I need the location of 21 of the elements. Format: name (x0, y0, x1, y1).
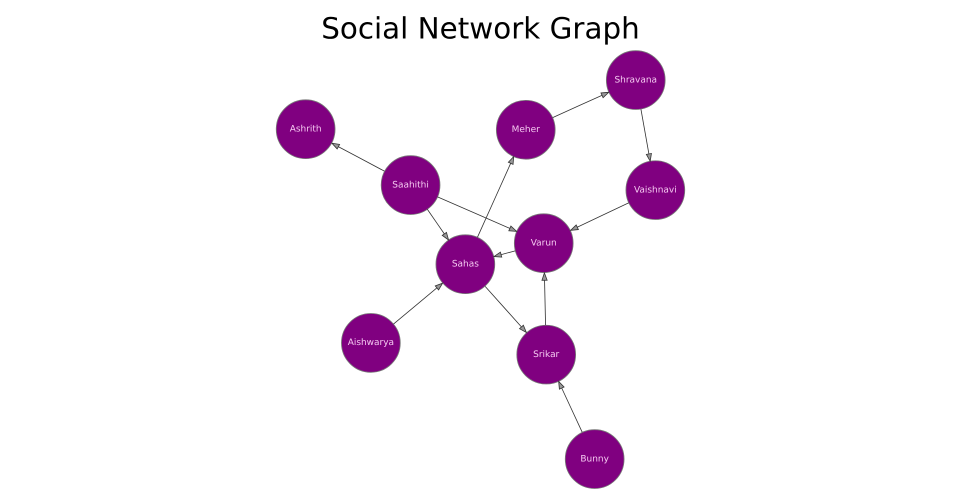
arrow (569, 202, 629, 231)
diagram-title: Social Network Graph (320, 11, 640, 46)
node-circle: Varun (513, 213, 574, 273)
arrow (640, 108, 652, 162)
arrow (492, 250, 516, 258)
arrow (484, 286, 527, 334)
node-circle: Shravana (605, 50, 666, 110)
arrow (476, 155, 514, 238)
node-circle: Ashrith (275, 99, 335, 160)
node-circle: Bunny (564, 429, 624, 489)
arrow (426, 208, 449, 241)
arrow (436, 196, 518, 232)
arrow (558, 380, 582, 433)
arrow (552, 92, 610, 118)
node-circle: Meher (495, 100, 556, 160)
node-circle: Vaishnavi (625, 160, 685, 220)
arrow (392, 282, 444, 324)
node-circle: Saahithi (380, 155, 440, 215)
node-circle: Aishwarya (340, 313, 400, 373)
arrow (540, 272, 548, 326)
arrow (330, 142, 384, 172)
